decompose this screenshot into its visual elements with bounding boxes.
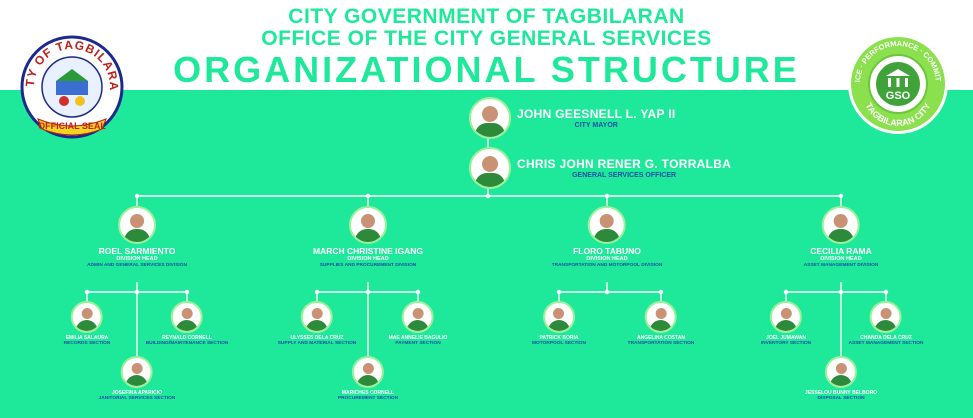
division-head-name: FLORO TABUNO — [573, 246, 641, 256]
staff-section: RECORDS SECTION — [63, 341, 111, 346]
division-head-role: DIVISION HEAD — [586, 256, 628, 262]
avatar — [645, 301, 677, 333]
section-staff-node: JESSELOU BUNNY BELBORO DISPOSAL SECTION — [805, 356, 877, 402]
division-name: ASSET MANAGEMENT DIVISION — [803, 263, 879, 268]
green-background-band — [0, 90, 973, 418]
staff-name: MAE ANNELIE BAGULIO — [388, 335, 448, 341]
avatar — [587, 206, 626, 244]
division-head-node: ROEL SARMIENTO DIVISION HEAD ADMIN AND G… — [87, 206, 187, 269]
staff-section: INVENTORY SECTION — [760, 341, 812, 346]
staff-name: ULYSSES DELA CRUZ — [290, 335, 344, 341]
section-staff-node: ANGELINA COSTAN TRANSPORTATION SECTION — [627, 301, 695, 347]
page-title: ORGANIZATIONAL STRUCTURE — [173, 49, 800, 90]
avatar — [543, 301, 575, 333]
division-head-role: DIVISION HEAD — [347, 256, 389, 262]
avatar — [71, 301, 103, 333]
staff-section: DISPOSAL SECTION — [817, 396, 865, 401]
division-head-name: ROEL SARMIENTO — [98, 246, 176, 256]
division-name: ADMIN AND GENERAL SERVICES DIVISION — [87, 263, 187, 268]
section-staff-node: MAE ANNELIE BAGULIO PAYMENT SECTION — [388, 301, 448, 347]
section-staff-node: JOSEFINA APARICIO JANITORIAL SERVICES SE… — [98, 356, 176, 402]
section-staff-node: ULYSSES DELA CRUZ SUPPLY AND MATERIAL SE… — [277, 301, 357, 347]
avatar — [300, 301, 333, 333]
header-line-1: CITY GOVERNMENT OF TAGBILARAN — [288, 5, 685, 28]
staff-name: JESSELOU BUNNY BELBORO — [804, 390, 878, 396]
avatar — [171, 301, 203, 333]
avatar — [118, 206, 156, 244]
staff-section: BUILDING/MAINTENANCE SECTION — [145, 341, 229, 346]
avatar — [822, 206, 860, 244]
avatar — [469, 97, 511, 139]
avatar — [351, 356, 384, 388]
division-head-role: DIVISION HEAD — [820, 256, 862, 262]
mayor-name: JOHN GEESNELL L. YAP II — [517, 106, 676, 121]
division-name: SUPPLIES AND PROCUREMENT DIVISION — [319, 263, 417, 268]
division-head-role: DIVISION HEAD — [116, 256, 158, 262]
staff-section: TRANSPORTATION SECTION — [627, 341, 695, 346]
left-seal-banner-text: OFFICIAL SEAL — [38, 121, 106, 131]
avatar — [469, 147, 511, 189]
section-staff-node: JOEL JUMAWAN INVENTORY SECTION — [761, 301, 811, 347]
division-head-node: MARCH CHRISTINE IGANG DIVISION HEAD SUPP… — [313, 206, 423, 269]
staff-section: ASSET MANAGEMENT SECTION — [848, 341, 924, 346]
division-head-name: MARCH CHRISTINE IGANG — [312, 246, 424, 256]
section-staff-node: REYNALD CORNELL BUILDING/MAINTENANCE SEC… — [145, 301, 229, 347]
avatar — [349, 206, 387, 244]
gso-officer-node: CHRIS JOHN RENER G. TORRALBA GENERAL SER… — [469, 147, 731, 189]
avatar — [121, 356, 153, 388]
right-seal-center-text: GSO — [886, 90, 911, 102]
staff-section: PROCUREMENT SECTION — [337, 396, 399, 401]
section-staff-node: MARICHES CORNELL PROCUREMENT SECTION — [338, 356, 398, 402]
staff-name: PATRICK BORIA — [539, 335, 579, 341]
staff-section: MOTORPOOL SECTION — [532, 341, 586, 346]
division-name: TRANSPORTATION AND MOTORPOOL DIVISION — [551, 263, 663, 268]
staff-name: MARICHES CORNELL — [341, 390, 395, 396]
staff-name: JOSEFINA APARICIO — [111, 390, 163, 396]
section-staff-node: PATRICK BORIA MOTORPOOL SECTION — [532, 301, 586, 347]
gso-officer-position: GENERAL SERVICES OFFICER — [572, 171, 677, 179]
city-official-seal-logo: CITY OF TAGBILARAN OFFICIAL SEAL — [20, 35, 124, 139]
avatar — [769, 301, 802, 333]
staff-name: JOEL JUMAWAN — [766, 335, 806, 341]
section-staff-node: CHANDA DELA CRUZ ASSET MANAGEMENT SECTIO… — [848, 301, 924, 347]
avatar — [825, 356, 857, 388]
staff-name: REYNALD CORNELL — [162, 335, 212, 341]
division-head-node: FLORO TABUNO DIVISION HEAD TRANSPORTATIO… — [551, 206, 663, 269]
header-line-2: OFFICE OF THE CITY GENERAL SERVICES — [261, 27, 712, 50]
mayor-node: JOHN GEESNELL L. YAP II CITY MAYOR — [469, 97, 676, 139]
staff-section: JANITORIAL SERVICES SECTION — [98, 396, 176, 401]
staff-section: SUPPLY AND MATERIAL SECTION — [277, 341, 357, 346]
avatar — [402, 301, 434, 333]
staff-name: EMILIA SALAURA — [65, 335, 109, 341]
mayor-position: CITY MAYOR — [574, 121, 618, 129]
gso-seal-logo: GSO SERVICE · PERFORMANCE · COMMITMENT T… — [846, 32, 950, 136]
division-head-name: CECILIA RAMA — [810, 246, 872, 256]
division-head-node: CECILIA RAMA DIVISION HEAD ASSET MANAGEM… — [803, 206, 879, 269]
section-staff-node: EMILIA SALAURA RECORDS SECTION — [63, 301, 111, 347]
staff-section: PAYMENT SECTION — [395, 341, 441, 346]
gso-officer-name: CHRIS JOHN RENER G. TORRALBA — [517, 156, 732, 171]
staff-name: ANGELINA COSTAN — [636, 335, 686, 341]
avatar — [869, 301, 902, 333]
staff-name: CHANDA DELA CRUZ — [860, 335, 912, 341]
